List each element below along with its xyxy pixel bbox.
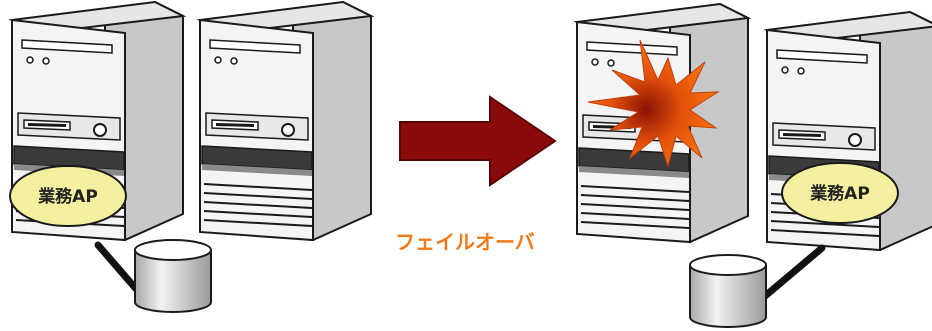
- failover-label: フェイルオーバ: [395, 230, 535, 254]
- standby-server-before: [199, 1, 372, 241]
- shared-disk-before: [134, 239, 212, 313]
- transition-arrow: [399, 95, 557, 187]
- app-label-after: 業務AP: [810, 183, 870, 204]
- app-label-before: 業務AP: [38, 186, 98, 207]
- app-bubble-after: 業務AP: [781, 162, 899, 224]
- app-bubble-before: 業務AP: [9, 165, 127, 227]
- disk-connection-after: [754, 244, 826, 306]
- shared-disk-after: [689, 254, 767, 328]
- explosion-icon: [587, 39, 720, 168]
